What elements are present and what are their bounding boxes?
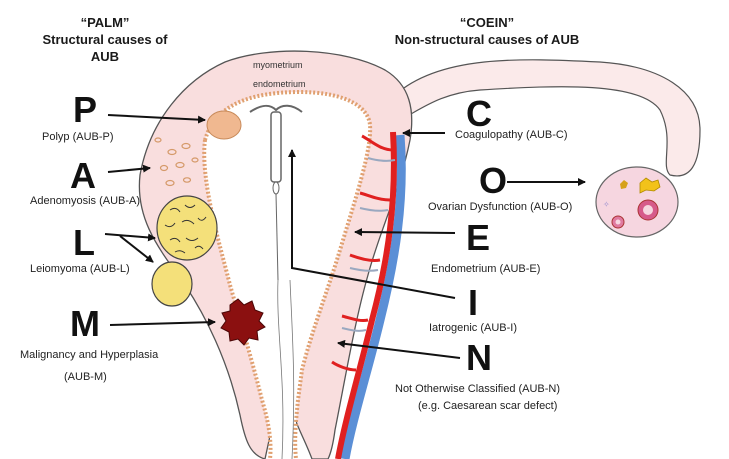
label-ovarian: Ovarian Dysfunction (AUB-O) bbox=[428, 200, 572, 214]
label-malignancy: Malignancy and Hyperplasia bbox=[20, 348, 158, 362]
letter-p: P bbox=[73, 92, 97, 128]
iud-stem bbox=[271, 112, 281, 182]
polyp bbox=[207, 111, 241, 139]
myometrium-label: myometrium bbox=[253, 60, 303, 70]
palm-subtitle: Structural causes of AUB bbox=[40, 31, 170, 65]
fallopian-tube bbox=[395, 60, 700, 176]
label-adenomyosis: Adenomyosis (AUB-A) bbox=[30, 194, 140, 208]
arrow-l-2 bbox=[120, 236, 153, 262]
palm-title: “PALM” bbox=[40, 14, 170, 31]
label-leiomyoma: Leiomyoma (AUB-L) bbox=[30, 262, 130, 276]
label-polyp: Polyp (AUB-P) bbox=[42, 130, 114, 144]
label-endometrium: Endometrium (AUB-E) bbox=[431, 262, 540, 276]
letter-i: I bbox=[468, 285, 478, 321]
ovary-follicle-inner bbox=[643, 205, 653, 215]
label-iatrogenic: Iatrogenic (AUB-I) bbox=[429, 321, 517, 335]
label-not-otherwise-classified: Not Otherwise Classified (AUB-N) bbox=[395, 382, 560, 396]
letter-c: C bbox=[466, 96, 492, 132]
leiomyoma-large bbox=[157, 196, 217, 260]
label-caesarean-scar: (e.g. Caesarean scar defect) bbox=[418, 399, 557, 413]
palm-heading: “PALM” Structural causes of AUB bbox=[40, 14, 170, 65]
label-coagulopathy: Coagulopathy (AUB-C) bbox=[455, 128, 568, 142]
leiomyoma-small bbox=[152, 262, 192, 306]
arrow-e bbox=[355, 232, 455, 233]
letter-a: A bbox=[70, 158, 96, 194]
coein-subtitle: Non-structural causes of AUB bbox=[372, 31, 602, 48]
ovary-follicle-ring bbox=[616, 220, 621, 225]
arrow-l-1 bbox=[105, 234, 155, 238]
letter-m: M bbox=[70, 306, 100, 342]
coein-heading: “COEIN” Non-structural causes of AUB bbox=[372, 14, 602, 48]
letter-n: N bbox=[466, 340, 492, 376]
iud-knob bbox=[273, 182, 279, 194]
arrow-m bbox=[110, 322, 215, 325]
letter-o: O bbox=[479, 163, 507, 199]
letter-l: L bbox=[73, 225, 95, 261]
arrow-n bbox=[338, 343, 460, 358]
endometrium-label: endometrium bbox=[253, 79, 306, 89]
label-malignancy-code: (AUB-M) bbox=[64, 370, 107, 384]
ovary-sparkle: ✧ bbox=[603, 200, 610, 209]
coein-title: “COEIN” bbox=[372, 14, 602, 31]
letter-e: E bbox=[466, 220, 490, 256]
